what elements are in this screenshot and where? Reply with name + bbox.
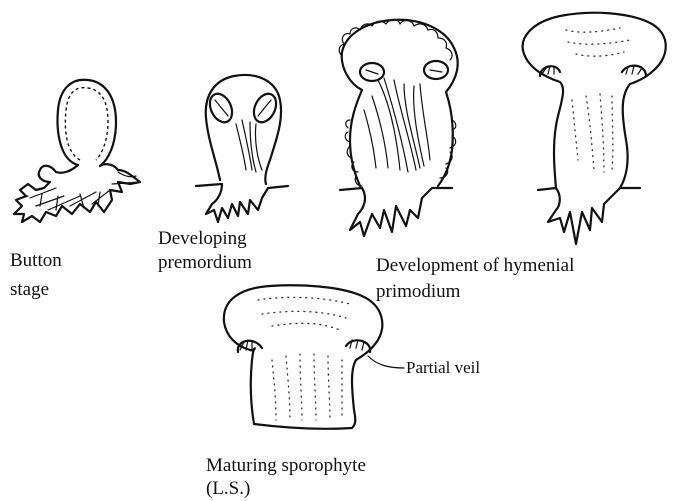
developing-label-line2: premordium [158, 252, 252, 273]
hymenial-label-line2: primodium [376, 281, 460, 302]
button-stage-label-line2: stage [10, 279, 49, 300]
maturing-label-line2: (L.S.) [206, 478, 250, 499]
button-stage-drawing [14, 80, 140, 222]
maturing-label-line1: Maturing sporophyte [206, 455, 366, 476]
maturing-sporophyte-drawing [224, 285, 404, 428]
developing-label-line1: Developing [158, 228, 247, 249]
developing-premordium-drawing [196, 75, 288, 222]
hymenial-primodium-cap-drawing [523, 13, 666, 244]
partial-veil-label: Partial veil [406, 358, 480, 377]
button-stage-label-line1: Button [10, 250, 62, 271]
hymenial-label-line1: Development of hymenial [376, 255, 574, 276]
hymenial-primodium-bumpy-drawing [339, 20, 457, 237]
